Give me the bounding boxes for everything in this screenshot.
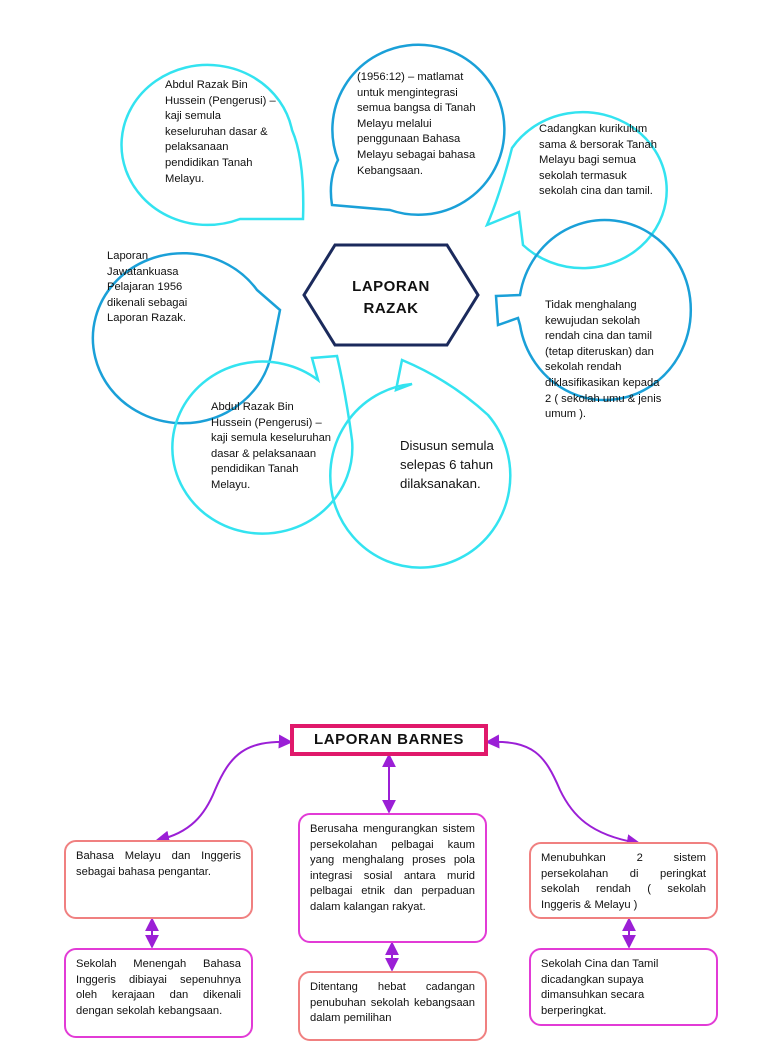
bubble-shape-6 — [171, 354, 354, 535]
razak-title-line1: LAPORAN — [352, 278, 430, 295]
bubble-text-7: Disusun semula selepas 6 tahun dilaksana… — [400, 438, 494, 491]
bubble-shape-3 — [484, 110, 668, 270]
bubble-shape-5 — [494, 218, 693, 402]
bubble-text-5: Tidak menghalang kewujudan sekolah renda… — [545, 299, 662, 421]
center-hexagon — [302, 243, 480, 347]
bubble-text-4: Laporan Jawatankuasa Pelajaran 1956 dike… — [107, 250, 188, 325]
bubble-text-2: (1956:12) – matlamat untuk mengintegrasi… — [357, 71, 476, 177]
bubble-text-6: Abdul Razak Bin Hussein (Pengerusi) – ka… — [211, 401, 332, 491]
barnes-center-top: Berusaha mengurangkan sistem persekolaha… — [298, 813, 487, 943]
bubble-shape-7 — [329, 358, 512, 569]
razak-title-line2: RAZAK — [363, 300, 419, 317]
bubble-shape-4 — [91, 251, 282, 425]
barnes-center-bottom: Ditentang hebat cadangan penubuhan sekol… — [298, 971, 487, 1041]
bubble-text-1: Abdul Razak Bin Hussein (Pengerusi) – ka… — [165, 79, 276, 185]
barnes-title: LAPORAN BARNES — [290, 724, 488, 756]
barnes-right-bottom: Sekolah Cina dan Tamil dicadangkan supay… — [529, 948, 718, 1026]
razak-title: LAPORAN RAZAK — [318, 276, 464, 320]
bubble-shape-2 — [329, 43, 506, 216]
barnes-right-top: Menubuhkan 2 sistem persekolahan di peri… — [529, 842, 718, 919]
arrow-title-to-right — [485, 734, 641, 849]
barnes-left-bottom: Sekolah Menengah Bahasa Inggeris dibiaya… — [64, 948, 253, 1038]
arrow-title-to-left — [155, 734, 293, 845]
barnes-left-top: Bahasa Melayu dan Inggeris sebagai bahas… — [64, 840, 253, 919]
bubble-text-3: Cadangkan kurikulum sama & bersorak Tana… — [539, 123, 657, 198]
bubble-shape-1 — [120, 63, 305, 227]
